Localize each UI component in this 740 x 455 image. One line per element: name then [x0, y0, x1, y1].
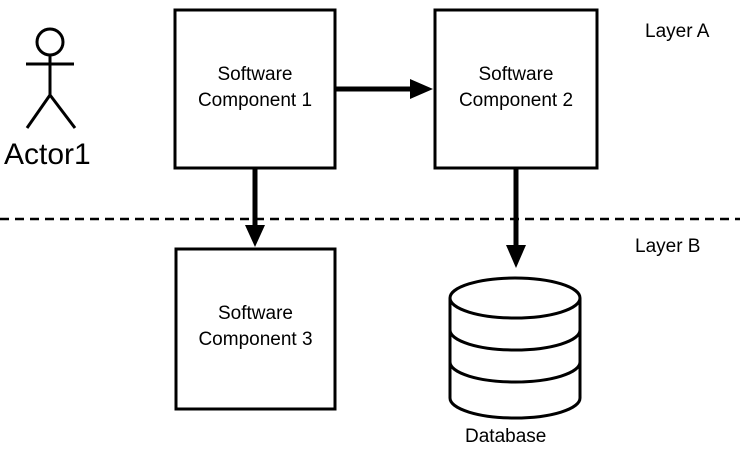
arrow-c1-to-c2: [335, 79, 433, 99]
actor-label: Actor1: [4, 138, 91, 171]
component-3-label: Software Component 3: [176, 301, 335, 353]
arrow-c2-to-database: [506, 168, 526, 268]
database-cylinder[interactable]: [448, 276, 582, 420]
component-1-line2: Component 1: [197, 90, 313, 111]
component-1-line1: Software: [217, 64, 293, 85]
actor-left-leg: [25, 94, 52, 129]
component-3-box[interactable]: [174, 247, 337, 411]
component-2-line1: Software: [478, 64, 554, 85]
actor-right-leg: [48, 94, 77, 129]
layer-a-label: Layer A: [645, 21, 710, 42]
database-label: Database: [465, 426, 547, 447]
component-1-label: Software Component 1: [175, 62, 335, 114]
component-1-box[interactable]: [173, 8, 337, 170]
actor-head: [35, 27, 65, 57]
component-2-label: Software Component 2: [435, 62, 597, 114]
layer-b-label: Layer B: [635, 236, 701, 257]
component-3-line1: Software: [218, 303, 293, 324]
arrow-c1-to-c3: [245, 168, 265, 247]
component-2-line2: Component 2: [458, 90, 574, 111]
actor-figure[interactable]: [25, 27, 77, 129]
component-3-line2: Component 3: [198, 329, 313, 350]
